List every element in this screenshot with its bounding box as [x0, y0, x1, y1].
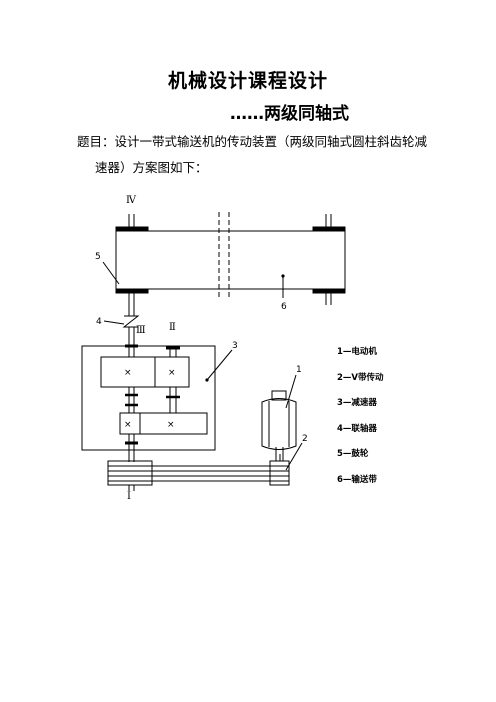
- callout-4: 4: [96, 317, 102, 327]
- callout-1: 1: [296, 365, 302, 375]
- task-description-line-1: 题目：设计一带式输送机的传动装置（两级同轴式圆柱斜齿轮减: [77, 134, 428, 149]
- task-description-line-2: 速器）方案图如下：: [95, 160, 208, 175]
- gear-mark: ×: [168, 368, 176, 378]
- gear-mark: ×: [124, 420, 132, 430]
- legend-item: 6—输送带: [337, 474, 377, 485]
- electric-motor: [261, 390, 297, 461]
- callout-3: 3: [232, 341, 238, 351]
- shaft-label-iv: Ⅳ: [126, 195, 137, 206]
- drum-bearing-left-bottom: [115, 288, 149, 305]
- callout-5: 5: [95, 252, 101, 262]
- conveyor-break-lines: [218, 212, 230, 298]
- legend-item: 5—鼓轮: [337, 448, 369, 459]
- reducer-housing: [81, 345, 216, 451]
- callout-6: 6: [281, 302, 287, 312]
- legend-item: 3—减速器: [337, 397, 377, 408]
- legend: 1—电动机 2—V带传动 3—减速器 4—联轴器 5—鼓轮 6—输送带: [337, 346, 384, 485]
- shaft-label-iii: Ⅲ: [136, 325, 146, 336]
- drum-bearing-left-top: [115, 214, 149, 232]
- document-subtitle: ……两级同轴式: [230, 104, 349, 124]
- callout-2: 2: [302, 434, 308, 444]
- v-belt-drive: [107, 454, 290, 491]
- reducer-output-shaft: [125, 342, 138, 413]
- legend-item: 2—V带传动: [337, 372, 384, 383]
- leader-lines: [102, 261, 303, 471]
- legend-item: 1—电动机: [337, 346, 377, 357]
- belt-point-dot: [281, 274, 285, 278]
- conveyor-belt: [115, 230, 346, 290]
- gear-mark: ×: [124, 368, 132, 378]
- reducer-upper-gear-pair: [100, 356, 190, 388]
- gear-mark: ×: [167, 420, 175, 430]
- shaft-label-ii: Ⅱ: [169, 322, 176, 333]
- reducer-input-shaft: [125, 434, 138, 462]
- shaft-label-i: Ⅰ: [127, 491, 131, 502]
- document-title: 机械设计课程设计: [167, 70, 328, 92]
- drum-bearing-right-bottom: [312, 288, 346, 305]
- coupling-symbol: [122, 305, 140, 342]
- reducer-intermediate-shaft: [166, 346, 180, 413]
- reducer-lower-gear-pair: [119, 412, 208, 435]
- legend-item: 4—联轴器: [337, 423, 377, 434]
- drum-bearing-right-top: [312, 214, 346, 232]
- reducer-point-dot: [205, 378, 209, 382]
